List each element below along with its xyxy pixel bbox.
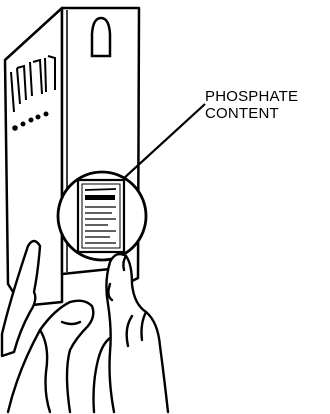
phosphate-content-callout: PHOSPHATE CONTENT <box>205 88 298 122</box>
right-hand-icon <box>94 254 169 412</box>
callout-line-1: PHOSPHATE <box>205 88 298 105</box>
magnifier-lens-icon <box>58 172 146 260</box>
label-panel-icon <box>78 180 124 252</box>
callout-line-2: CONTENT <box>205 105 298 122</box>
